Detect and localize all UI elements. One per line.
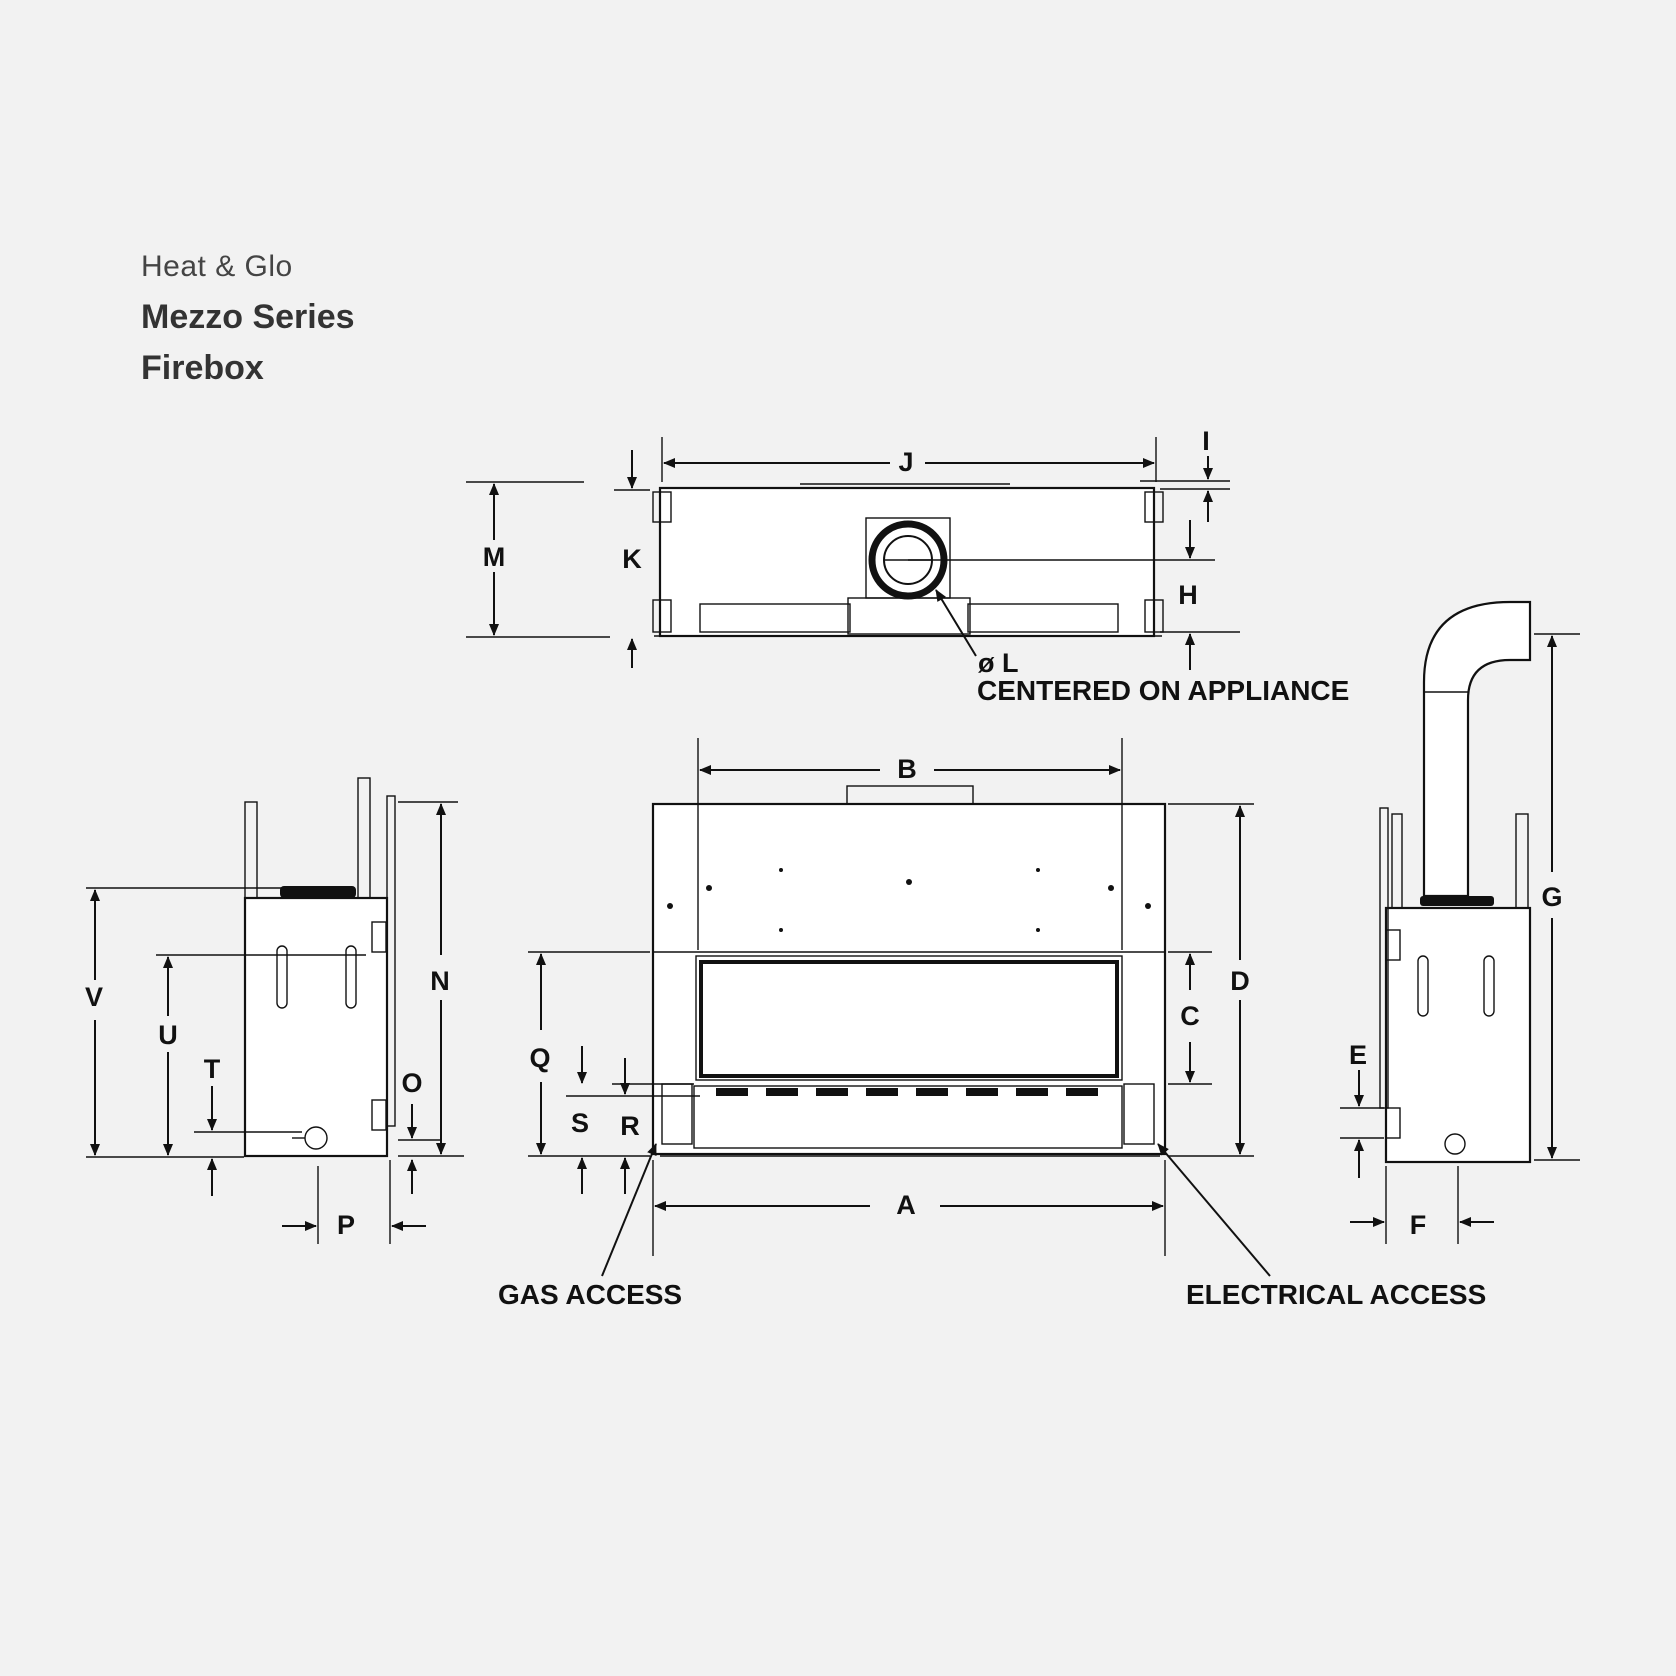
right-view-slot-2 <box>1483 955 1495 1017</box>
top-view: J I M K H ø L CENTERED ON APPLIANCE <box>466 426 1349 706</box>
left-view-vent-outlet <box>280 886 356 898</box>
dim-label-n: N <box>430 966 450 996</box>
front-view-glass <box>699 960 1119 1078</box>
dim-label-o: O <box>401 1068 422 1098</box>
right-view-bracket-top <box>1385 929 1401 961</box>
electrical-access-leader <box>1157 1143 1271 1277</box>
louver <box>916 1088 948 1096</box>
left-view-top-standoff <box>357 777 371 899</box>
louver <box>766 1088 798 1096</box>
front-view-glass-frame <box>695 955 1123 1081</box>
dim-label-t: T <box>204 1054 221 1084</box>
dim-label-r: R <box>620 1111 640 1141</box>
callout-gas-access: GAS ACCESS <box>498 1279 682 1310</box>
left-view-slot-1 <box>276 945 288 1009</box>
left-view-bracket-bottom <box>371 1099 387 1131</box>
dim-label-h: H <box>1178 580 1198 610</box>
product-name: Firebox <box>141 349 264 387</box>
left-view-rear-standoff <box>244 801 258 899</box>
louver <box>1066 1088 1098 1096</box>
dim-label-e: E <box>1349 1040 1367 1070</box>
dim-label-u: U <box>158 1020 178 1050</box>
callout-centered-on-appliance: CENTERED ON APPLIANCE <box>977 675 1349 706</box>
top-view-body <box>658 486 1156 638</box>
right-view-vent-outlet <box>1420 896 1494 906</box>
top-view-panel-left <box>699 603 851 633</box>
dim-label-l: ø L <box>978 648 1019 678</box>
top-left-bracket <box>652 491 672 523</box>
dim-label-j: J <box>898 447 913 477</box>
dim-label-c: C <box>1180 1001 1200 1031</box>
bottom-left-bracket <box>652 599 672 633</box>
screw <box>706 885 712 891</box>
screw <box>1108 885 1114 891</box>
dim-label-q: Q <box>529 1043 550 1073</box>
front-view: B A D C Q S R G <box>498 738 1486 1310</box>
dim-label-p: P <box>337 1210 355 1240</box>
screw <box>779 868 783 872</box>
right-side-view: G E F <box>1340 600 1580 1244</box>
dim-label-a: A <box>896 1190 916 1220</box>
front-view-top-vent <box>846 785 974 805</box>
callout-electrical-access: ELECTRICAL ACCESS <box>1186 1279 1486 1310</box>
dim-label-g: G <box>1541 882 1562 912</box>
right-view-rear-standoff <box>1515 813 1529 909</box>
title-block: Heat & Glo Mezzo Series Firebox <box>141 250 355 388</box>
dim-label-d: D <box>1230 966 1250 996</box>
brand-name: Heat & Glo <box>141 250 293 283</box>
louver <box>1016 1088 1048 1096</box>
dim-label-i: I <box>1202 426 1210 456</box>
left-view-front-flange <box>386 795 396 1127</box>
left-view-slot-2 <box>345 945 357 1009</box>
series-name: Mezzo Series <box>141 298 355 336</box>
gas-access-leader <box>601 1143 657 1277</box>
screw <box>667 903 673 909</box>
dim-label-b: B <box>897 754 917 784</box>
l-leader <box>935 589 977 657</box>
top-view-panel-right <box>967 603 1119 633</box>
right-view-bracket-bottom <box>1385 1107 1401 1139</box>
electrical-box-icon <box>1444 1133 1466 1155</box>
louver <box>966 1088 998 1096</box>
dim-label-s: S <box>571 1108 589 1138</box>
front-view-lower-panel <box>693 1085 1123 1149</box>
screw <box>1145 903 1151 909</box>
louver <box>816 1088 848 1096</box>
vent-pipe-elbow <box>1422 600 1532 898</box>
dim-label-f: F <box>1410 1210 1427 1240</box>
front-view-screws <box>667 868 1151 932</box>
louver <box>716 1088 748 1096</box>
left-side-view: V U T N O P <box>85 777 464 1244</box>
dim-label-m: M <box>483 542 506 572</box>
right-view-front-standoff <box>1391 813 1403 909</box>
screw <box>1036 928 1040 932</box>
left-view-bracket-top <box>371 921 387 953</box>
left-view-body <box>243 896 389 1158</box>
bottom-right-bracket <box>1144 599 1164 633</box>
front-view-louvers <box>716 1088 1098 1096</box>
electrical-access-panel <box>1123 1083 1155 1145</box>
dim-label-k: K <box>622 544 642 574</box>
screw <box>906 879 912 885</box>
top-right-bracket <box>1144 491 1164 523</box>
front-view-body <box>651 802 1167 1156</box>
screw <box>779 928 783 932</box>
dim-label-v: V <box>85 982 103 1012</box>
right-view-body <box>1384 906 1532 1164</box>
right-view-slot-1 <box>1417 955 1429 1017</box>
screw <box>1036 868 1040 872</box>
louver <box>866 1088 898 1096</box>
